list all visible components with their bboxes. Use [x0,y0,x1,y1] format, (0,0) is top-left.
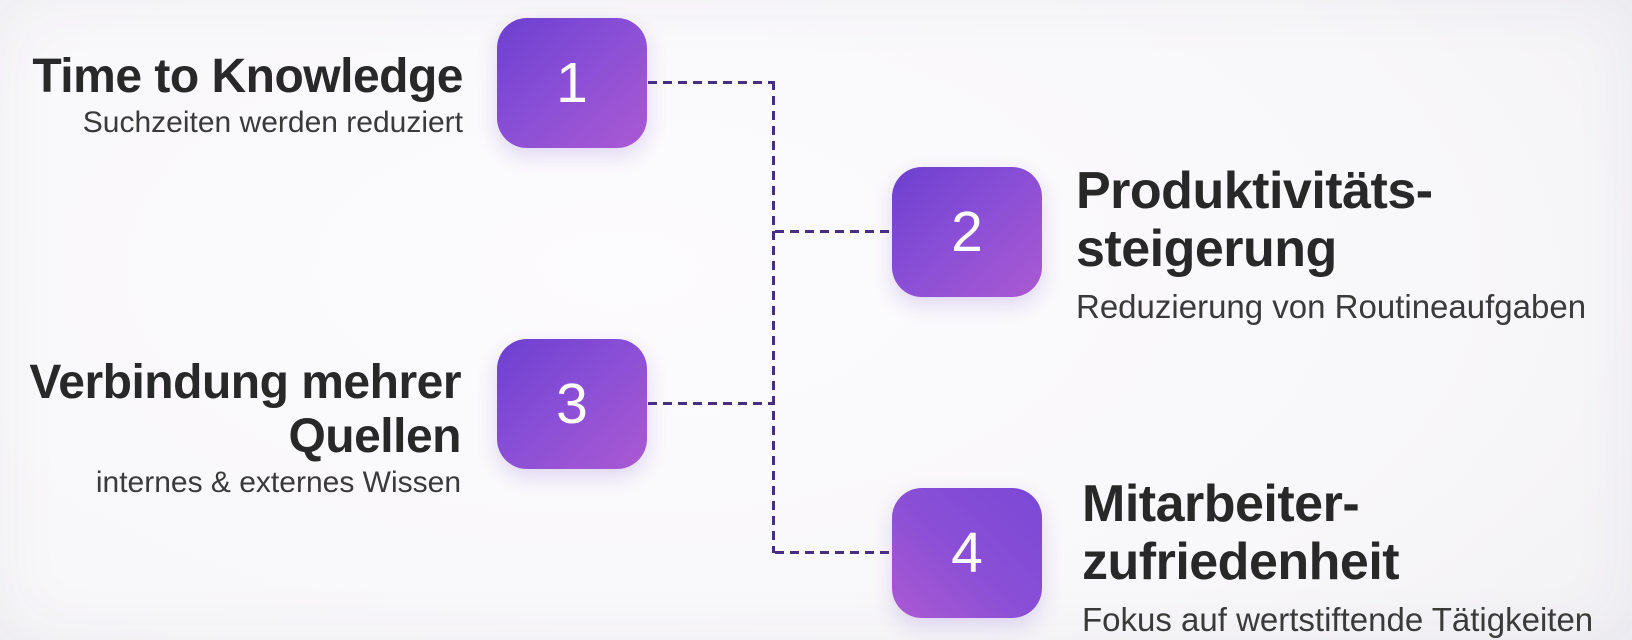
node-3-title: Verbindung mehrer Quellen [10,356,461,464]
connector-spine-to-node2 [775,230,892,233]
node-1-label: Time to Knowledge Suchzeiten werden redu… [10,50,463,140]
node-3-number: 3 [556,372,588,436]
node-2-subtitle: Reduzierung von Routineaufgaben [1076,288,1587,325]
node-1-number: 1 [556,51,588,115]
node-4-subtitle: Fokus auf wertstiftende Tätigkeiten [1082,601,1594,638]
node-4-title-line: Mitarbeiter- [1082,475,1360,533]
node-1-title: Time to Knowledge [10,50,463,104]
connector-node1-to-spine [648,81,773,84]
node-1-subtitle: Suchzeiten werden reduziert [82,106,463,139]
node-1-title-line: Time to Knowledge [32,50,463,103]
node-2-label: Produktivitäts- steigerung Reduzierung v… [1076,162,1624,326]
node-3-number-box: 3 [497,339,647,469]
connector-spine [772,81,775,553]
node-3-label: Verbindung mehrer Quellen internes & ext… [10,356,461,500]
node-3-subtitle: internes & externes Wissen [95,466,461,499]
node-1-number-box: 1 [497,18,647,148]
node-3-title-line: Verbindung mehrer [29,356,461,409]
node-2-number-box: 2 [892,167,1042,297]
node-4-number: 4 [951,521,983,585]
node-4-label: Mitarbeiter- zufriedenheit Fokus auf wer… [1082,475,1630,639]
node-2-number: 2 [951,200,983,264]
node-3-title-line: Quellen [288,410,461,463]
node-2-title-line: Produktivitäts- [1076,162,1433,220]
node-4-number-box: 4 [892,488,1042,618]
node-2-title-line: steigerung [1076,220,1337,278]
connector-spine-to-node4 [775,551,892,554]
node-4-title-line: zufriedenheit [1082,533,1400,591]
connector-node3-to-spine [648,402,773,405]
node-4-title: Mitarbeiter- zufriedenheit [1082,475,1630,591]
node-2-title: Produktivitäts- steigerung [1076,162,1624,278]
